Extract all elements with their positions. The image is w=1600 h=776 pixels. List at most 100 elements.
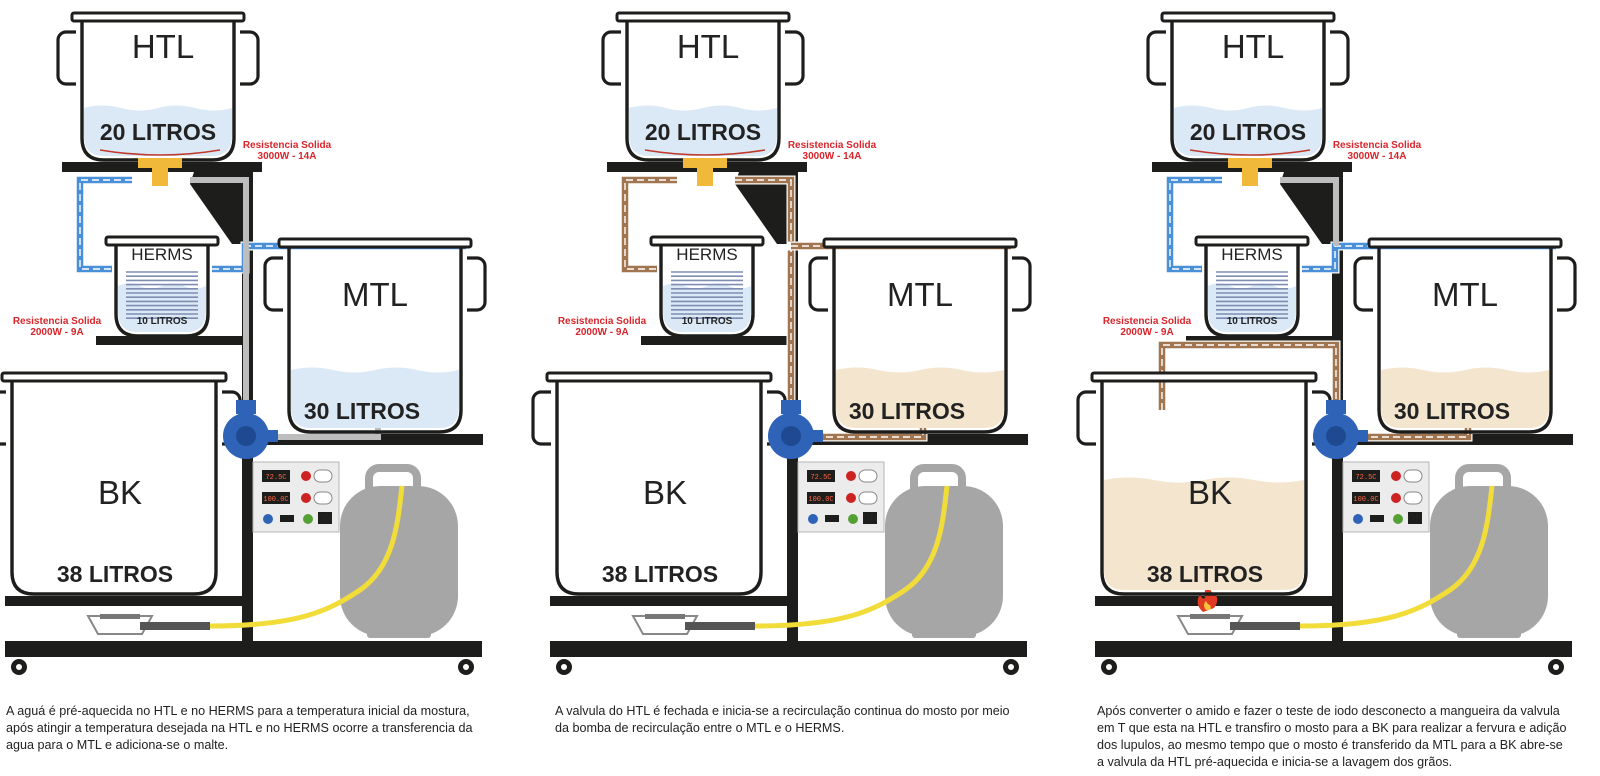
knob-2 (846, 493, 856, 503)
caption-step-3: Após converter o amido e fazer o teste d… (1097, 704, 1567, 769)
power-outlet-2 (858, 491, 878, 505)
herms-heater-spec: 2000W - 9A (30, 327, 83, 338)
bk-label: BK (643, 474, 687, 511)
bk-pot-handle-left (531, 390, 551, 446)
mtl-pot-body (287, 246, 463, 434)
knob-1 (846, 471, 856, 481)
status-light-green (303, 514, 313, 524)
htl-heater-coil (1189, 149, 1311, 156)
pipe-htl-to-herms-outline (75, 175, 137, 274)
temperature-display-2 (262, 492, 290, 504)
htl-pot-rim (70, 11, 246, 23)
mtl-pot-handle-right (1012, 256, 1032, 312)
pipe-mtl-outlet (270, 424, 381, 440)
temperature-display-1 (807, 470, 835, 482)
pipe-herms-return-flow (735, 179, 792, 405)
knob-2 (301, 493, 311, 503)
wheel-left-hub (1106, 664, 1112, 670)
temperature-display-1-text: 72.5C (265, 474, 286, 482)
htl-pot-handle-right (1330, 30, 1350, 86)
status-light-green (1393, 514, 1403, 524)
herms-volume: 10 LITROS (1227, 316, 1278, 327)
mtl-label: MTL (1432, 276, 1498, 313)
mtl-pot-liquid (836, 367, 1004, 428)
herms-heater-spec: 2000W - 9A (1120, 327, 1173, 338)
htl-heater-spec: 3000W - 14A (258, 151, 317, 162)
temperature-display-1 (262, 470, 290, 482)
gas-hose (1299, 485, 1495, 629)
mtl-pot-handle-right (1557, 256, 1577, 312)
burner-ring (100, 614, 140, 619)
herms-pot-body (114, 244, 210, 338)
pump-top-fitting (1326, 400, 1346, 414)
gas-cylinder-foot (912, 628, 976, 638)
pipe-mtl-outlet-flow (815, 424, 924, 438)
on-switch-label: ON (318, 513, 333, 524)
htl-t-valve-outlet (1242, 168, 1258, 186)
pipe-htl-to-herms-flow (624, 179, 677, 270)
pump-top-fitting (236, 400, 256, 414)
burner-tube (140, 622, 210, 630)
gas-cylinder (885, 486, 1003, 636)
temperature-display-2-text: 100.0C (1353, 496, 1378, 504)
htl-pot-handle-left (1146, 30, 1166, 86)
on-switch (318, 512, 332, 524)
temperature-display-2-text: 100.0C (263, 496, 288, 504)
htl-heater-label: Resistencia Solida (788, 140, 877, 151)
htl-t-valve (1228, 158, 1272, 168)
herms-heater-label: Resistencia Solida (13, 316, 102, 327)
burner-tube (685, 622, 755, 630)
pipe-htl-to-herms (1166, 176, 1222, 273)
on-switch-label: ON (1408, 513, 1423, 524)
mtl-label: MTL (887, 276, 953, 313)
burner-flame-core (1204, 601, 1211, 610)
frame-brace (735, 172, 787, 244)
herms-pot-liquid (118, 283, 206, 332)
htl-pot-handle-right (240, 30, 260, 86)
bk-volume: 38 LITROS (602, 561, 718, 587)
on-switch-label: ON (863, 513, 878, 524)
frame-bk-shelf (550, 596, 790, 606)
mtl-pot-handle-left (263, 256, 283, 312)
pump-switch (1370, 515, 1384, 522)
frame-herms-shelf (641, 336, 791, 345)
htl-pot-liquid (84, 105, 232, 156)
gas-cylinder-foot (1457, 628, 1521, 638)
bk-pot-liquid (1104, 477, 1304, 590)
mtl-volume: 30 LITROS (304, 398, 420, 424)
herms-pot-body (1204, 244, 1300, 338)
htl-t-valve-outlet (697, 168, 713, 186)
pipe-transfer-to-bk-flow (1161, 344, 1337, 410)
status-light-blue (808, 514, 818, 524)
status-light-green (848, 514, 858, 524)
bk-pot-body (10, 380, 218, 596)
herms-pot-liquid (663, 283, 751, 332)
pipe-mtl-outlet-flow (1360, 424, 1469, 438)
gas-cylinder (1430, 486, 1548, 636)
htl-heater-coil (99, 149, 221, 156)
mtl-volume: 30 LITROS (849, 398, 965, 424)
gas-cylinder (340, 486, 458, 636)
wheel-left-hub (16, 664, 22, 670)
herms-label: HERMS (131, 245, 192, 264)
bk-volume: 38 LITROS (1147, 561, 1263, 587)
bk-pot-handle-left (1076, 390, 1096, 446)
htl-t-valve-outlet (152, 168, 168, 186)
htl-pot-liquid (629, 105, 777, 156)
mtl-pot-liquid (1381, 367, 1549, 428)
caption-step-1: A aguá é pré-aquecida no HTL e no HERMS … (6, 704, 473, 752)
temperature-display-2 (807, 492, 835, 504)
temperature-display-1-text: 72.5C (810, 474, 831, 482)
frame-brace (1280, 172, 1332, 244)
pipe-htl-drain (190, 177, 249, 405)
htl-volume: 20 LITROS (100, 119, 216, 145)
pipe-htl-to-herms (621, 176, 677, 273)
power-outlet-2 (313, 491, 333, 505)
pump-impeller (1326, 426, 1346, 446)
burner-ring (1190, 614, 1230, 619)
htl-heater-spec: 3000W - 14A (1348, 151, 1407, 162)
pump-impeller (236, 426, 256, 446)
frame-brace (190, 172, 242, 244)
